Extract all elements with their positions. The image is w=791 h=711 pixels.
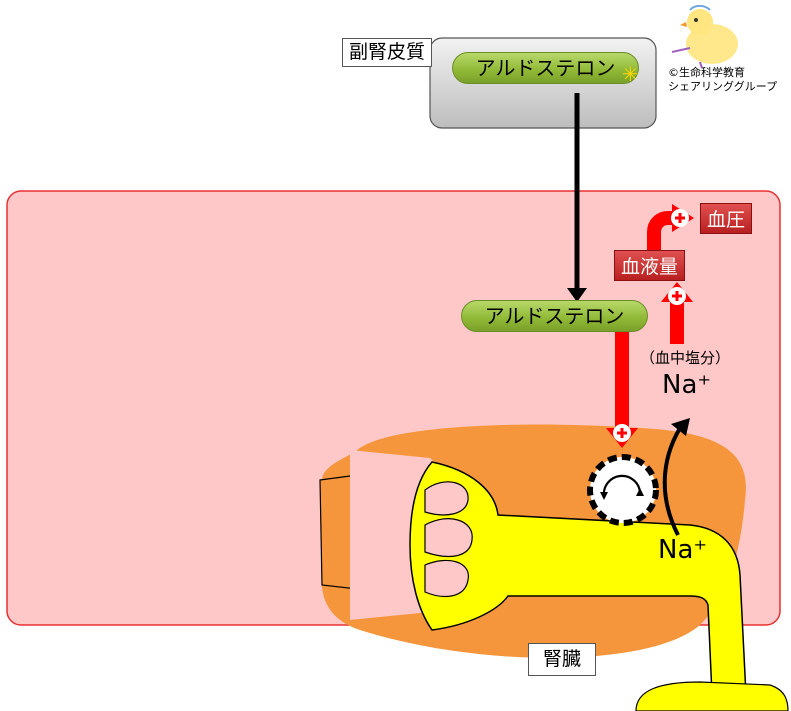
tubule-yellow bbox=[409, 461, 747, 696]
plus-sign-volume-cross bbox=[672, 291, 682, 301]
kidney-label: 腎臓 bbox=[528, 643, 597, 676]
glomerulus-lobes bbox=[424, 481, 473, 598]
credit-line-2: シェアリンググループ bbox=[668, 79, 778, 93]
credit-text: ©生命科学教育 シェアリンググループ bbox=[668, 66, 777, 94]
plus-sign-pressure-cross bbox=[675, 213, 685, 223]
plus-sign-channel-cross bbox=[617, 428, 627, 438]
na-transport-arrow bbox=[662, 426, 682, 536]
blood-pressure-label: 血圧 bbox=[700, 203, 753, 234]
aldosterone-pill-top: アルドステロン bbox=[452, 52, 639, 84]
blood-volume-label: 血液量 bbox=[614, 250, 686, 281]
credit-line-1: ©生命科学教育 bbox=[668, 66, 745, 79]
channel-rotation-head-1 bbox=[600, 492, 608, 500]
channel-rotation-head-2 bbox=[636, 488, 644, 496]
aldosterone-pill-mid: アルドステロン bbox=[461, 300, 648, 332]
na-upper-label: Na⁺ bbox=[662, 370, 712, 400]
salt-to-volume-shaft bbox=[670, 300, 684, 344]
tubule-bottom bbox=[635, 681, 789, 711]
stimulate-arrow-shaft bbox=[615, 332, 629, 432]
na-transport-arrowhead bbox=[671, 418, 690, 436]
transport-arrowhead bbox=[567, 288, 587, 302]
na-channel bbox=[587, 454, 659, 526]
adrenal-cortex-label: 副腎皮質 bbox=[342, 38, 433, 67]
chick-mascot-logo bbox=[671, 4, 738, 69]
channel-rotation-arrow bbox=[602, 474, 642, 497]
na-lower-label: Na⁺ bbox=[658, 535, 708, 565]
volume-to-pressure-arrow bbox=[647, 211, 676, 252]
asterisk-icon: ✳ bbox=[622, 62, 639, 86]
blood-salt-label: （血中塩分） bbox=[640, 349, 731, 367]
